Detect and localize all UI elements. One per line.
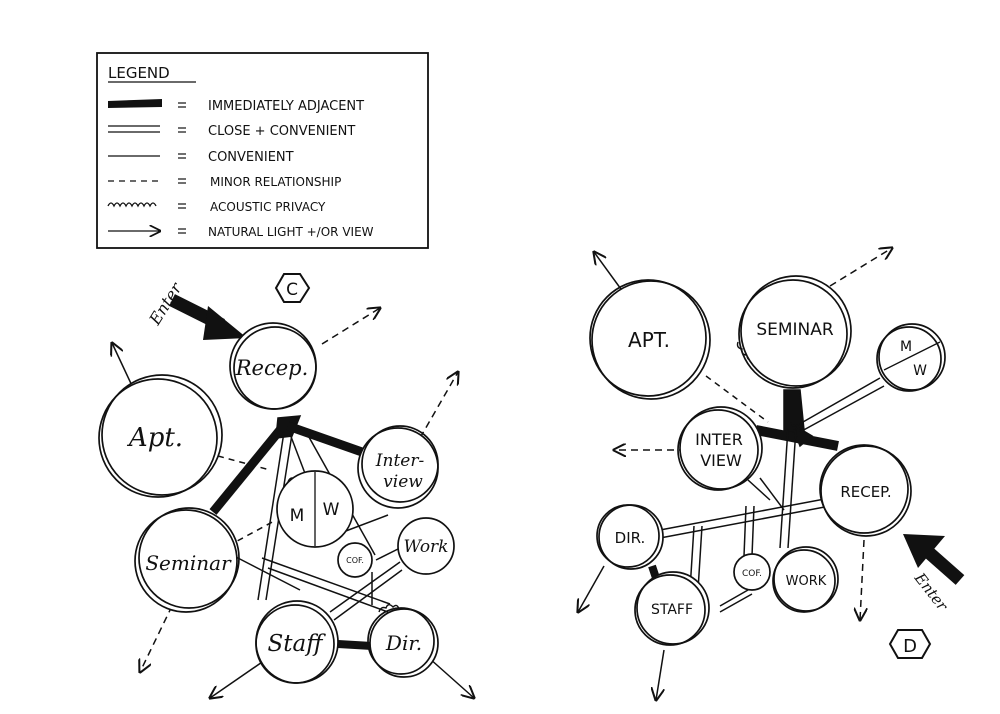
connections-c xyxy=(209,415,403,650)
room-apt-d xyxy=(591,280,711,400)
label-mw-w-d: W xyxy=(913,363,927,379)
label-interview-1-c: Inter- xyxy=(375,451,425,471)
label-staff-c: Staff xyxy=(267,631,326,657)
room-seminar-c xyxy=(134,509,238,613)
room-recep-d xyxy=(820,445,912,537)
badge-c: C xyxy=(274,273,311,303)
legend-label-close-convenient: CLOSE + CONVENIENT xyxy=(208,124,355,139)
label-mw-m-c: M xyxy=(290,506,305,526)
enter-arrow-c xyxy=(169,294,247,340)
legend-box xyxy=(96,52,429,249)
room-interview-d xyxy=(679,406,763,490)
label-dir-c: Dir. xyxy=(385,631,422,655)
room-apt-c xyxy=(101,374,223,496)
legend-label-convenient: CONVENIENT xyxy=(208,150,294,165)
badge-d: D xyxy=(888,629,932,659)
room-cof-d xyxy=(733,553,771,591)
legend: LEGEND IMMEDIATELY ADJACENT CLOSE + CONV… xyxy=(96,52,429,249)
room-dir-c xyxy=(369,608,439,678)
label-interview-1-d: INTER xyxy=(695,430,743,449)
legend-double-symbol xyxy=(108,125,160,133)
room-work-c xyxy=(397,517,455,575)
diagram-d: D Enter xyxy=(578,248,965,700)
label-recep-d: RECEP. xyxy=(840,483,891,501)
room-cof-c xyxy=(337,542,373,578)
connections-d xyxy=(648,375,885,613)
bubbles-d xyxy=(589,275,946,646)
legend-equals-signs xyxy=(178,102,186,234)
legend-label-minor-relationship: MINOR RELATIONSHIP xyxy=(210,175,341,189)
label-interview-2-c: view xyxy=(383,472,423,492)
label-dir-d: DIR. xyxy=(615,529,646,547)
legend-title: LEGEND xyxy=(108,64,170,82)
legend-label-immediately-adjacent: IMMEDIATELY ADJACENT xyxy=(208,99,364,114)
light-arrows-d xyxy=(578,248,892,700)
label-staff-d: STAFF xyxy=(651,602,693,618)
room-work-d xyxy=(773,546,839,612)
svg-text:D: D xyxy=(903,636,917,657)
room-seminar-d xyxy=(740,275,852,387)
label-seminar-d: SEMINAR xyxy=(756,320,834,340)
label-cof-d: COF. xyxy=(742,569,762,579)
label-mw-m-d: M xyxy=(900,339,912,355)
label-apt-d: APT. xyxy=(628,328,670,352)
diagram-c: C Enter xyxy=(98,273,474,698)
label-work-c: Work xyxy=(404,537,449,557)
room-mw-d xyxy=(878,323,946,391)
svg-text:C: C xyxy=(286,280,298,300)
legend-label-natural-light: NATURAL LIGHT +/OR VIEW xyxy=(208,225,374,239)
label-cof-c: COF. xyxy=(346,556,364,565)
legend-label-acoustic-privacy: ACOUSTIC PRIVACY xyxy=(210,200,326,214)
label-recep-c: Recep. xyxy=(235,356,309,380)
mw-divider-d xyxy=(883,341,941,371)
label-apt-c: Apt. xyxy=(127,423,183,453)
label-seminar-c: Seminar xyxy=(145,551,232,575)
legend-wavy-symbol xyxy=(107,202,157,208)
legend-thick-symbol xyxy=(108,99,162,108)
label-interview-2-d: VIEW xyxy=(700,451,742,470)
label-work-d: WORK xyxy=(786,574,827,589)
room-staff-d xyxy=(636,571,710,645)
label-mw-w-c: W xyxy=(323,500,340,520)
enter-arrow-d xyxy=(903,534,965,585)
